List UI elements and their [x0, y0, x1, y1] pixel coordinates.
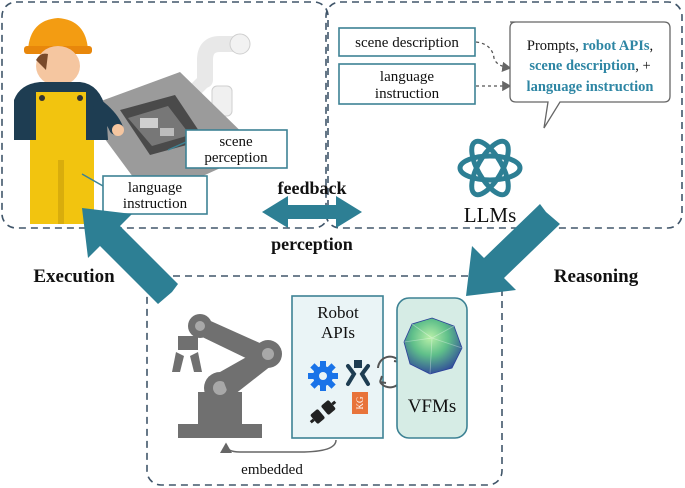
prompt-line2-highlight: scene description	[529, 58, 635, 74]
svg-text:language instruction: language instruction	[527, 79, 654, 95]
embedded-arrow	[220, 439, 337, 454]
language-instruction-box: language instruction	[338, 63, 476, 105]
reasoning-label: Reasoning	[554, 266, 639, 287]
reasoning-arrow	[466, 204, 560, 296]
scene-description-box: scene description	[338, 27, 476, 57]
svg-text:Prompts, robot APIs,: Prompts, robot APIs,	[527, 38, 653, 54]
execution-label: Execution	[33, 266, 115, 287]
vfms-box: VFMs	[396, 297, 468, 439]
kg-badge-text: KG	[355, 396, 365, 409]
scene-perception-box: scene perception	[167, 129, 288, 169]
prompt-bubble: Prompts, robot APIs, scene description, …	[509, 21, 671, 129]
svg-text:scene description, +: scene description, +	[529, 58, 650, 74]
prompt-line2-suffix: , +	[635, 58, 650, 74]
robot-apis-line2: APIs	[321, 323, 355, 342]
industrial-robot-icon	[172, 314, 282, 438]
llm-panel	[325, 1, 683, 229]
llm-logo-icon	[457, 138, 523, 198]
perception-label: perception	[271, 234, 353, 254]
human-panel	[1, 1, 329, 229]
kg-badge: KG	[352, 392, 368, 414]
scene-to-prompt-arrow	[475, 41, 512, 73]
worker-illustration	[14, 18, 124, 224]
feedback-double-arrow	[262, 196, 362, 228]
prompt-line1-prefix: Prompts,	[527, 38, 583, 54]
language-instruction-line2: instruction	[375, 86, 440, 102]
worker-instruction-box: language instruction	[81, 173, 208, 215]
scene-perception-line1: scene	[219, 134, 253, 150]
llm-label: LLMs	[464, 203, 517, 227]
scene-description-text: scene description	[355, 35, 459, 51]
language-instruction-line1: language	[380, 69, 434, 85]
robot-apis-line1: Robot	[317, 303, 359, 322]
prompt-line1-suffix: ,	[649, 38, 653, 54]
prompt-line1-highlight: robot APIs	[582, 38, 649, 54]
feedback-label: feedback	[278, 178, 347, 198]
execution-arrow	[82, 208, 178, 304]
prompt-line3-highlight: language instruction	[527, 79, 654, 95]
worker-instruction-line1: language	[128, 180, 182, 196]
vfms-label: VFMs	[408, 396, 457, 417]
worker-instruction-line2: instruction	[123, 196, 188, 212]
gripper-icon	[346, 360, 370, 386]
scene-perception-line2: perception	[204, 150, 268, 166]
gear-icon	[308, 361, 338, 391]
plug-icon	[309, 400, 337, 424]
embedded-label: embedded	[241, 462, 303, 478]
